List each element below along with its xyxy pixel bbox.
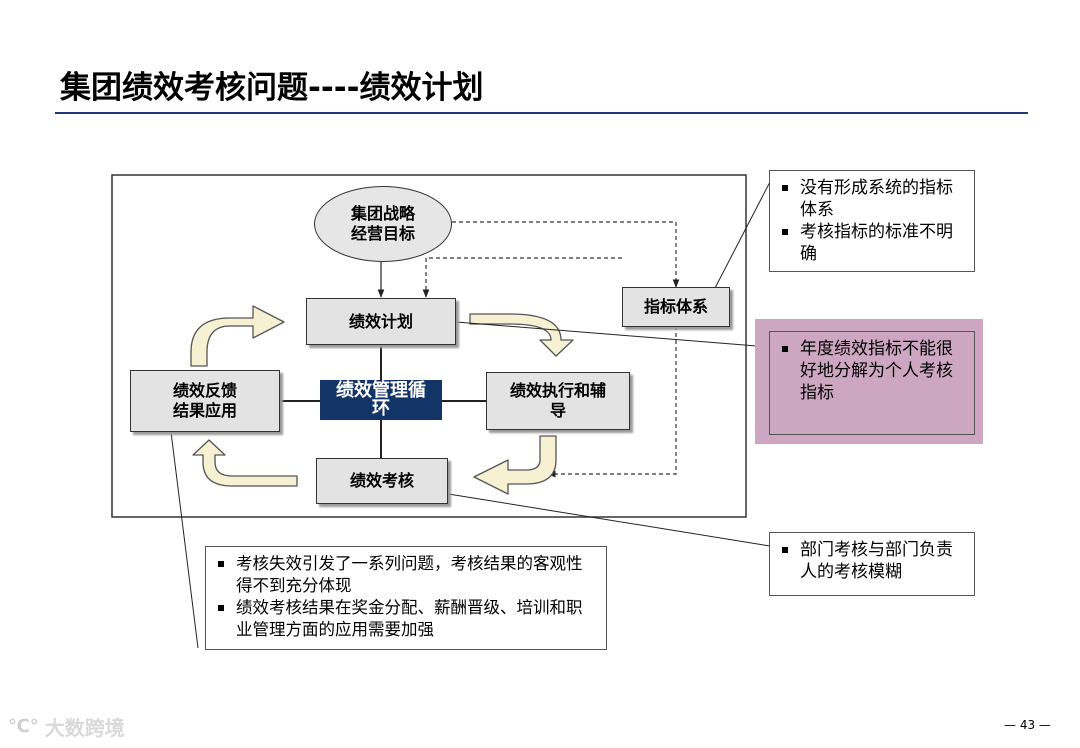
- callout-line-plan: [455, 321, 771, 348]
- title-rule: [55, 112, 1028, 114]
- note-annual-highlight: [755, 319, 983, 444]
- page-title: 集团绩效考核问题----绩效计划: [60, 70, 484, 106]
- cycle-arrow-assessment-to-feedback: [192, 439, 298, 487]
- dashed-strategy-to-index: [452, 221, 680, 288]
- note-item: 没有形成系统的指标体系: [780, 177, 966, 221]
- cycle-arrow-plan-to-execution: [469, 313, 574, 357]
- execution-node: 绩效执行和辅 导: [486, 372, 630, 430]
- plan-node: 绩效计划: [306, 298, 456, 345]
- cycle-arrow-execution-to-assessment: [473, 435, 557, 495]
- note-result-issues: 考核失效引发了一系列问题，考核结果的客观性得不到充分体现 绩效考核结果在奖金分配…: [205, 546, 607, 650]
- index-system-node: 指标体系: [622, 287, 730, 327]
- center-node: 绩效管理循 环: [320, 380, 442, 420]
- callout-line-feedback: [170, 431, 199, 649]
- note-department-issue: 部门考核与部门负责人的考核模糊: [769, 532, 975, 596]
- note-item: 年度绩效指标不能很好地分解为个人考核指标: [780, 338, 966, 404]
- watermark: ℃° 大数跨境: [8, 712, 125, 741]
- note-item: 绩效考核结果在奖金分配、薪酬晋级、培训和职业管理方面的应用需要加强: [216, 597, 598, 641]
- strategy-node: 集团战略 经营目标: [314, 186, 452, 262]
- note-item: 考核失效引发了一系列问题，考核结果的客观性得不到充分体现: [216, 553, 598, 597]
- page-number: — 43 —: [1004, 718, 1051, 732]
- cycle-arrows: [190, 305, 574, 495]
- note-item: 部门考核与部门负责人的考核模糊: [780, 539, 966, 583]
- dashed-index-to-assessment: [547, 326, 677, 478]
- watermark-logo-icon: ℃°: [8, 716, 39, 737]
- callout-line-assessment: [435, 491, 771, 547]
- assessment-node: 绩效考核: [316, 458, 448, 504]
- watermark-text: 大数跨境: [44, 716, 125, 740]
- note-index-issues: 没有形成系统的指标体系 考核指标的标准不明确: [769, 170, 975, 272]
- note-item: 考核指标的标准不明确: [780, 221, 966, 265]
- diagram-frame: [111, 174, 747, 518]
- callout-line-index: [713, 177, 773, 291]
- cycle-arrow-feedback-to-plan: [190, 305, 285, 367]
- feedback-node: 绩效反馈 结果应用: [130, 370, 280, 432]
- dashed-index-to-plan: [422, 257, 622, 298]
- note-annual-issue: 年度绩效指标不能很好地分解为个人考核指标: [769, 331, 975, 435]
